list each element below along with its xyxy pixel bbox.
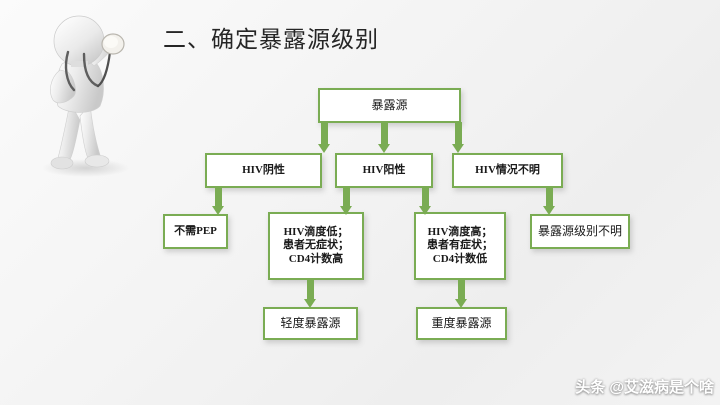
- page-title: 二、确定暴露源级别: [163, 27, 379, 52]
- flow-node-hiv-positive-label: HIV阳性: [362, 163, 406, 176]
- flow-arrow-hiv-negative-to-no-pep: [212, 187, 225, 215]
- flow-node-hiv-negative-label: HIV阴性: [242, 163, 285, 176]
- flow-arrow-hiv-unknown-to-unknown-level: [543, 187, 556, 215]
- flow-arrow-source-to-hiv-positive: [378, 122, 391, 153]
- flow-arrow-source-to-hiv-unknown: [452, 122, 465, 153]
- flow-node-hiv-unknown-label: HIV情况不明: [475, 163, 540, 176]
- flow-node-hiv-negative: HIV阴性: [205, 153, 322, 188]
- flow-node-unknown-level-label: 暴露源级别不明: [537, 224, 622, 239]
- flow-node-hiv-positive: HIV阳性: [335, 153, 433, 188]
- flow-node-no-pep: 不需PEP: [163, 214, 228, 249]
- flow-node-mild-source: 轻度暴露源: [263, 307, 358, 340]
- flow-arrow-hiv-positive-to-high-titer: [419, 187, 432, 215]
- flow-arrow-low-titer-to-mild-source: [304, 279, 317, 308]
- flow-node-low-titer: HIV滴度低；患者无症状；CD4计数高: [268, 212, 364, 280]
- flow-node-severe-source-label: 重度暴露源: [431, 316, 492, 331]
- flow-node-unknown-level: 暴露源级别不明: [530, 214, 630, 249]
- watermark-text: 头条 @艾滋病是个啥: [575, 379, 714, 396]
- flow-node-source-label: 暴露源: [371, 98, 408, 113]
- flow-arrow-high-titer-to-severe-source: [455, 279, 468, 308]
- flow-node-high-titer: HIV滴度高；患者有症状；CD4计数低: [414, 212, 506, 280]
- flow-node-hiv-unknown: HIV情况不明: [452, 153, 563, 188]
- flow-node-mild-source-label: 轻度暴露源: [280, 316, 341, 331]
- flow-node-no-pep-label: 不需PEP: [174, 224, 217, 237]
- flow-node-low-titer-label: HIV滴度低；患者无症状；CD4计数高: [283, 225, 349, 265]
- flow-node-high-titer-label: HIV滴度高；患者有症状；CD4计数低: [427, 225, 493, 265]
- flow-arrow-source-to-hiv-negative: [318, 122, 331, 153]
- flow-node-severe-source: 重度暴露源: [416, 307, 507, 340]
- flow-arrow-hiv-positive-to-low-titer: [340, 187, 353, 215]
- flow-node-source: 暴露源: [318, 88, 461, 123]
- doctor-mannequin-icon: [22, 8, 152, 183]
